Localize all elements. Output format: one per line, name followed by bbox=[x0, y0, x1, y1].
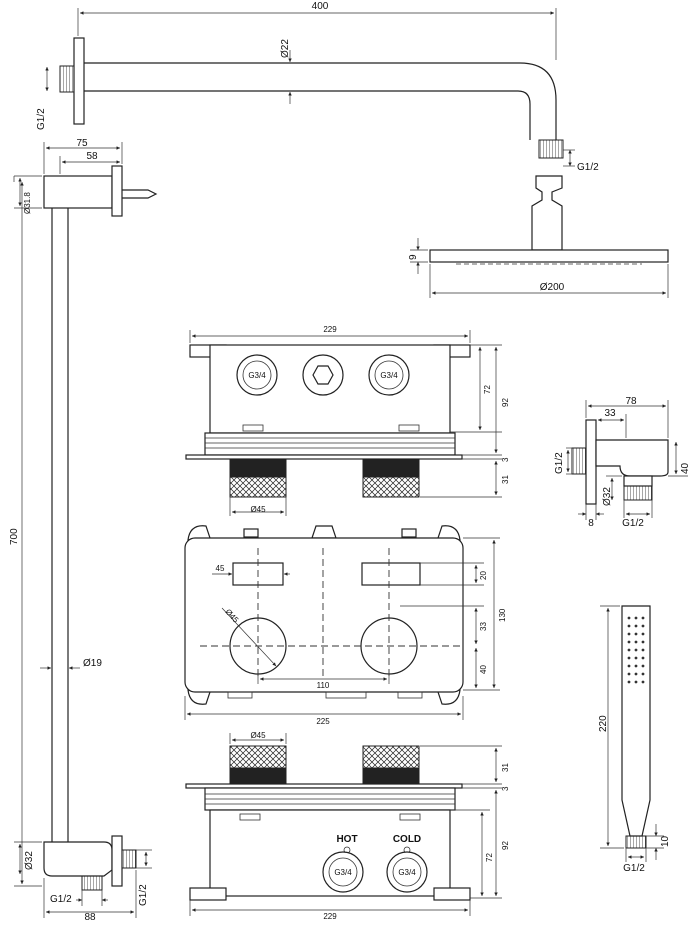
box-top-knob-diameter-label: Ø45 bbox=[250, 505, 266, 514]
box-front-v4-label: 40 bbox=[479, 665, 488, 674]
rail-top-offset-label: 58 bbox=[86, 151, 98, 162]
box-bottom-hot-label: HOT bbox=[336, 834, 357, 845]
rain-head-plate bbox=[429, 249, 669, 263]
box-front-width-label: 225 bbox=[316, 717, 330, 726]
arm-tube-bottom bbox=[84, 90, 531, 140]
rail-top-diameter-label: Ø31.8 bbox=[23, 192, 32, 214]
arm-wall-thread-label: G1/2 bbox=[36, 108, 47, 130]
rail-bottom-diameter-label: Ø32 bbox=[24, 851, 35, 870]
outlet-depth-label: 78 bbox=[625, 396, 637, 407]
box-front-ear-br bbox=[437, 689, 461, 705]
box-top-width-label: 229 bbox=[323, 325, 337, 334]
outlet-thread-bottom-label: G1/2 bbox=[622, 518, 644, 529]
arm-diameter-label: Ø22 bbox=[280, 39, 291, 58]
box-front-v1-label: 20 bbox=[479, 571, 488, 580]
box-top-port-center bbox=[302, 354, 344, 396]
box-bottom-knob-left bbox=[229, 745, 287, 769]
box-front-top-port bbox=[311, 525, 337, 539]
box-top-knob-right bbox=[362, 476, 420, 498]
rail-height-label: 700 bbox=[9, 528, 20, 545]
box-top-h1-label: 72 bbox=[483, 385, 492, 394]
box-front-ear-tr bbox=[437, 525, 461, 541]
hand-shower-length-label: 220 bbox=[598, 715, 609, 732]
box-front-window-right bbox=[361, 562, 421, 586]
box-top-h2-label: 92 bbox=[501, 398, 510, 407]
hand-shower-head-label: 10 bbox=[660, 835, 671, 847]
box-bottom-v2-label: 3 bbox=[501, 786, 510, 791]
outlet-body bbox=[595, 439, 669, 477]
arm-head-thread bbox=[538, 139, 564, 159]
box-bottom-v3-label: 72 bbox=[485, 853, 494, 862]
rail-bottom-flange bbox=[111, 835, 123, 887]
hand-shower: 220 10 G1/2 bbox=[598, 605, 671, 874]
rail-bar-diameter-label: Ø19 bbox=[83, 658, 102, 669]
box-front-ear-tl bbox=[187, 525, 211, 541]
arm-tube-top bbox=[84, 62, 557, 140]
hand-shower-thread bbox=[625, 835, 647, 849]
box-front-v3-label: 33 bbox=[479, 622, 488, 631]
box-bottom-knob-right bbox=[362, 745, 420, 769]
outlet-collar bbox=[623, 475, 653, 487]
box-bottom-knob-diameter-label: Ø45 bbox=[250, 731, 266, 740]
box-front-center-label: 110 bbox=[317, 681, 330, 690]
box-top-cover-plate bbox=[185, 454, 463, 460]
rain-head-connector bbox=[531, 175, 563, 251]
outlet-height-label: 40 bbox=[680, 462, 690, 474]
box-top-h3-label: 3 bbox=[501, 457, 510, 462]
slide-rail: 75 58 Ø31.8 700 Ø19 Ø32 G1/2 88 G1/2 bbox=[9, 138, 158, 923]
hand-shower-body bbox=[621, 605, 651, 837]
rail-top-flange bbox=[111, 165, 123, 217]
arm-head-thread-label: G1/2 bbox=[577, 162, 599, 173]
outlet-flange bbox=[585, 419, 597, 505]
box-top-knob-left bbox=[229, 476, 287, 498]
arm-length-label: 400 bbox=[312, 1, 329, 12]
rail-bottom-depth-label: 88 bbox=[84, 912, 96, 923]
rain-head: 9 Ø200 bbox=[408, 175, 669, 298]
rail-bottom-thread bbox=[81, 875, 103, 891]
box-bottom-port-right-label: G3/4 bbox=[398, 868, 416, 877]
box-front-view: 45 Ø45 110 225 20 33 40 130 bbox=[184, 525, 507, 726]
outlet-diameter-label: Ø32 bbox=[602, 487, 613, 506]
hand-shower-nozzles bbox=[627, 616, 645, 684]
box-top-view: G3/4 G3/4 229 72 92 3 31 bbox=[185, 325, 510, 516]
rail-bottom-bracket bbox=[43, 841, 113, 877]
rail-outlet-thread-label: G1/2 bbox=[138, 884, 149, 906]
box-top-h4-label: 31 bbox=[501, 475, 510, 484]
rail-top-pin bbox=[122, 189, 158, 199]
rail-top-depth-label: 75 bbox=[76, 138, 88, 149]
box-front-ear-bl bbox=[187, 689, 211, 705]
outlet-offset-label: 33 bbox=[604, 408, 616, 419]
box-bottom-view: HOT COLD G3/4 G3/4 Ø45 31 3 72 92 229 bbox=[185, 731, 510, 921]
box-top-plaster-guard bbox=[204, 432, 456, 456]
rail-top-bracket bbox=[43, 175, 113, 209]
arm-wall-thread bbox=[59, 65, 75, 93]
box-bottom-v4-label: 92 bbox=[501, 841, 510, 850]
outlet-thread-bottom bbox=[623, 485, 653, 501]
hand-shower-thread-label: G1/2 bbox=[623, 863, 645, 874]
box-top-port-right-label: G3/4 bbox=[380, 371, 398, 380]
box-bottom-cold-label: COLD bbox=[393, 834, 421, 845]
rail-bottom-outlet-thread bbox=[121, 849, 137, 869]
rail-bottom-thread-label: G1/2 bbox=[50, 894, 72, 905]
box-bottom-port-left-label: G3/4 bbox=[334, 868, 352, 877]
rain-head-thickness-label: 9 bbox=[408, 254, 419, 260]
box-front-v2-label: 130 bbox=[498, 608, 507, 622]
box-top-port-left-label: G3/4 bbox=[248, 371, 266, 380]
wall-outlet: 78 33 G1/2 40 Ø32 8 G1/2 bbox=[554, 396, 690, 529]
shower-arm: 400 Ø22 G1/2 G1/2 bbox=[36, 1, 599, 173]
arm-wall-flange bbox=[73, 37, 85, 125]
outlet-thread-left-label: G1/2 bbox=[554, 452, 565, 474]
rain-head-diameter-label: Ø200 bbox=[540, 282, 565, 293]
box-front-knob-width-label: 45 bbox=[216, 564, 225, 573]
box-bottom-v1-label: 31 bbox=[501, 763, 510, 772]
outlet-thread-left bbox=[571, 447, 587, 475]
outlet-wall-label: 8 bbox=[588, 518, 594, 529]
box-bottom-width-label: 229 bbox=[323, 912, 337, 921]
